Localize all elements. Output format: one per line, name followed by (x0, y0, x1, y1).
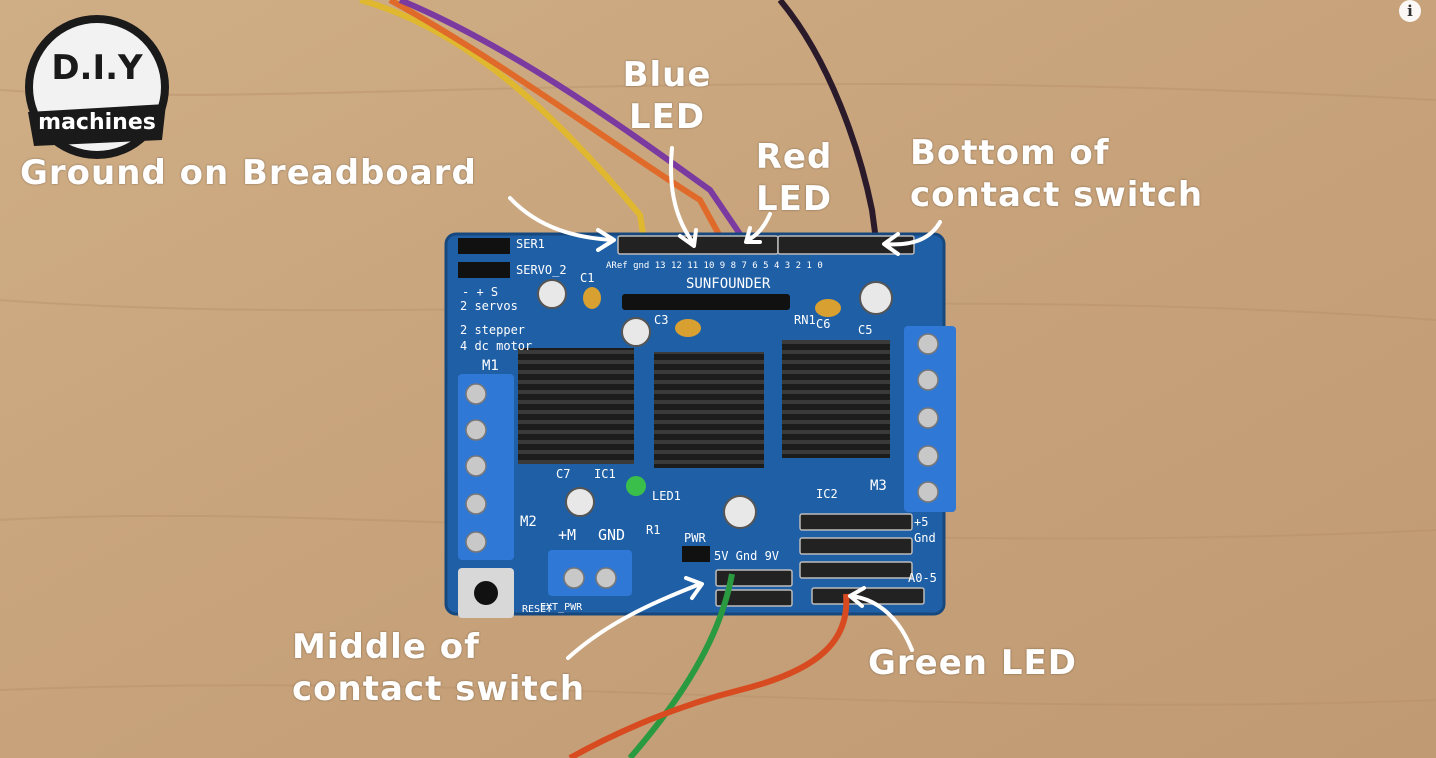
label-c6: C6 (816, 317, 830, 331)
green-led-component (626, 476, 646, 496)
label-c5: C5 (858, 323, 872, 337)
arrow-blue (668, 146, 698, 248)
heatsink-left (518, 348, 634, 464)
label-dc: 4 dc motor (460, 339, 532, 353)
label-led1: LED1 (652, 489, 681, 503)
annotation-blue-led: Blue LED (612, 54, 722, 138)
board-brand: SUNFOUNDER (686, 276, 771, 292)
label-c1: C1 (580, 271, 594, 285)
logo-bottom-text: machines (38, 110, 156, 135)
annotation-green-led: Green LED (868, 643, 1077, 683)
label-pm: - + S (462, 285, 498, 299)
label-a05: A0-5 (908, 571, 937, 585)
logo-top-text: D.I.Y (51, 48, 143, 88)
label-ic2: IC2 (816, 487, 838, 501)
wire-yellow (359, 0, 647, 241)
label-servo2: SERVO_2 (516, 263, 567, 277)
arrow-red (744, 212, 772, 244)
annotation-red-line1: Red (755, 137, 833, 177)
label-pins: ARef gnd 13 12 11 10 9 8 7 6 5 4 3 2 1 0 (606, 261, 823, 271)
label-ext: EXT_PWR (540, 602, 583, 613)
label-pwr: PWR (684, 531, 706, 545)
annotation-blue-line1: Blue (622, 55, 712, 95)
label-pm-plus: +M (558, 526, 576, 544)
info-icon[interactable]: i (1399, 0, 1421, 22)
arrow-green (848, 586, 914, 652)
annotation-bottom-line1: Bottom of (910, 133, 1110, 173)
label-stepper: 2 stepper (460, 323, 525, 337)
label-m3: M3 (870, 478, 887, 494)
annotation-red-line2: LED (755, 179, 833, 219)
motor-shield-board (444, 232, 956, 618)
label-r1: R1 (646, 523, 660, 537)
label-servos: 2 servos (460, 299, 518, 313)
annotation-blue-line2: LED (628, 97, 706, 137)
diy-machines-logo: D.I.Y machines (22, 12, 172, 162)
annotation-middle-line2: contact switch (292, 669, 586, 709)
wire-purple (398, 0, 747, 242)
logo-badge-icon (25, 15, 169, 159)
annotation-middle-line1: Middle of (292, 627, 480, 667)
label-gnd: GND (598, 526, 625, 544)
annotation-red-led: Red LED (742, 136, 846, 220)
label-rn1: RN1 (794, 313, 816, 327)
arrow-bottom (882, 220, 942, 256)
wire-black (777, 0, 879, 241)
wire-orange (388, 0, 725, 242)
wire-green (627, 573, 735, 758)
label-ic1: IC1 (594, 467, 616, 481)
wire-red (568, 593, 850, 758)
label-m1: M1 (482, 358, 499, 374)
arrow-middle (566, 576, 704, 660)
label-plus5: +5 (914, 515, 928, 529)
label-ser1: SER1 (516, 237, 545, 251)
heatsink-right (782, 340, 890, 458)
label-m2: M2 (520, 514, 537, 530)
arrow-ground (508, 196, 616, 252)
label-gnd2: Gnd (914, 531, 936, 545)
annotation-ground: Ground on Breadboard (20, 153, 477, 193)
label-c7: C7 (556, 467, 570, 481)
label-volts: 5V Gnd 9V (714, 549, 779, 563)
heatsink-middle (654, 352, 764, 468)
label-c3: C3 (654, 313, 668, 327)
annotation-bottom-switch: Bottom of contact switch (910, 132, 1203, 216)
annotation-middle-switch: Middle of contact switch (292, 626, 585, 710)
label-reset: RESET (522, 604, 552, 615)
terminal-block-ext (548, 550, 632, 596)
annotation-bottom-line2: contact switch (910, 175, 1204, 215)
